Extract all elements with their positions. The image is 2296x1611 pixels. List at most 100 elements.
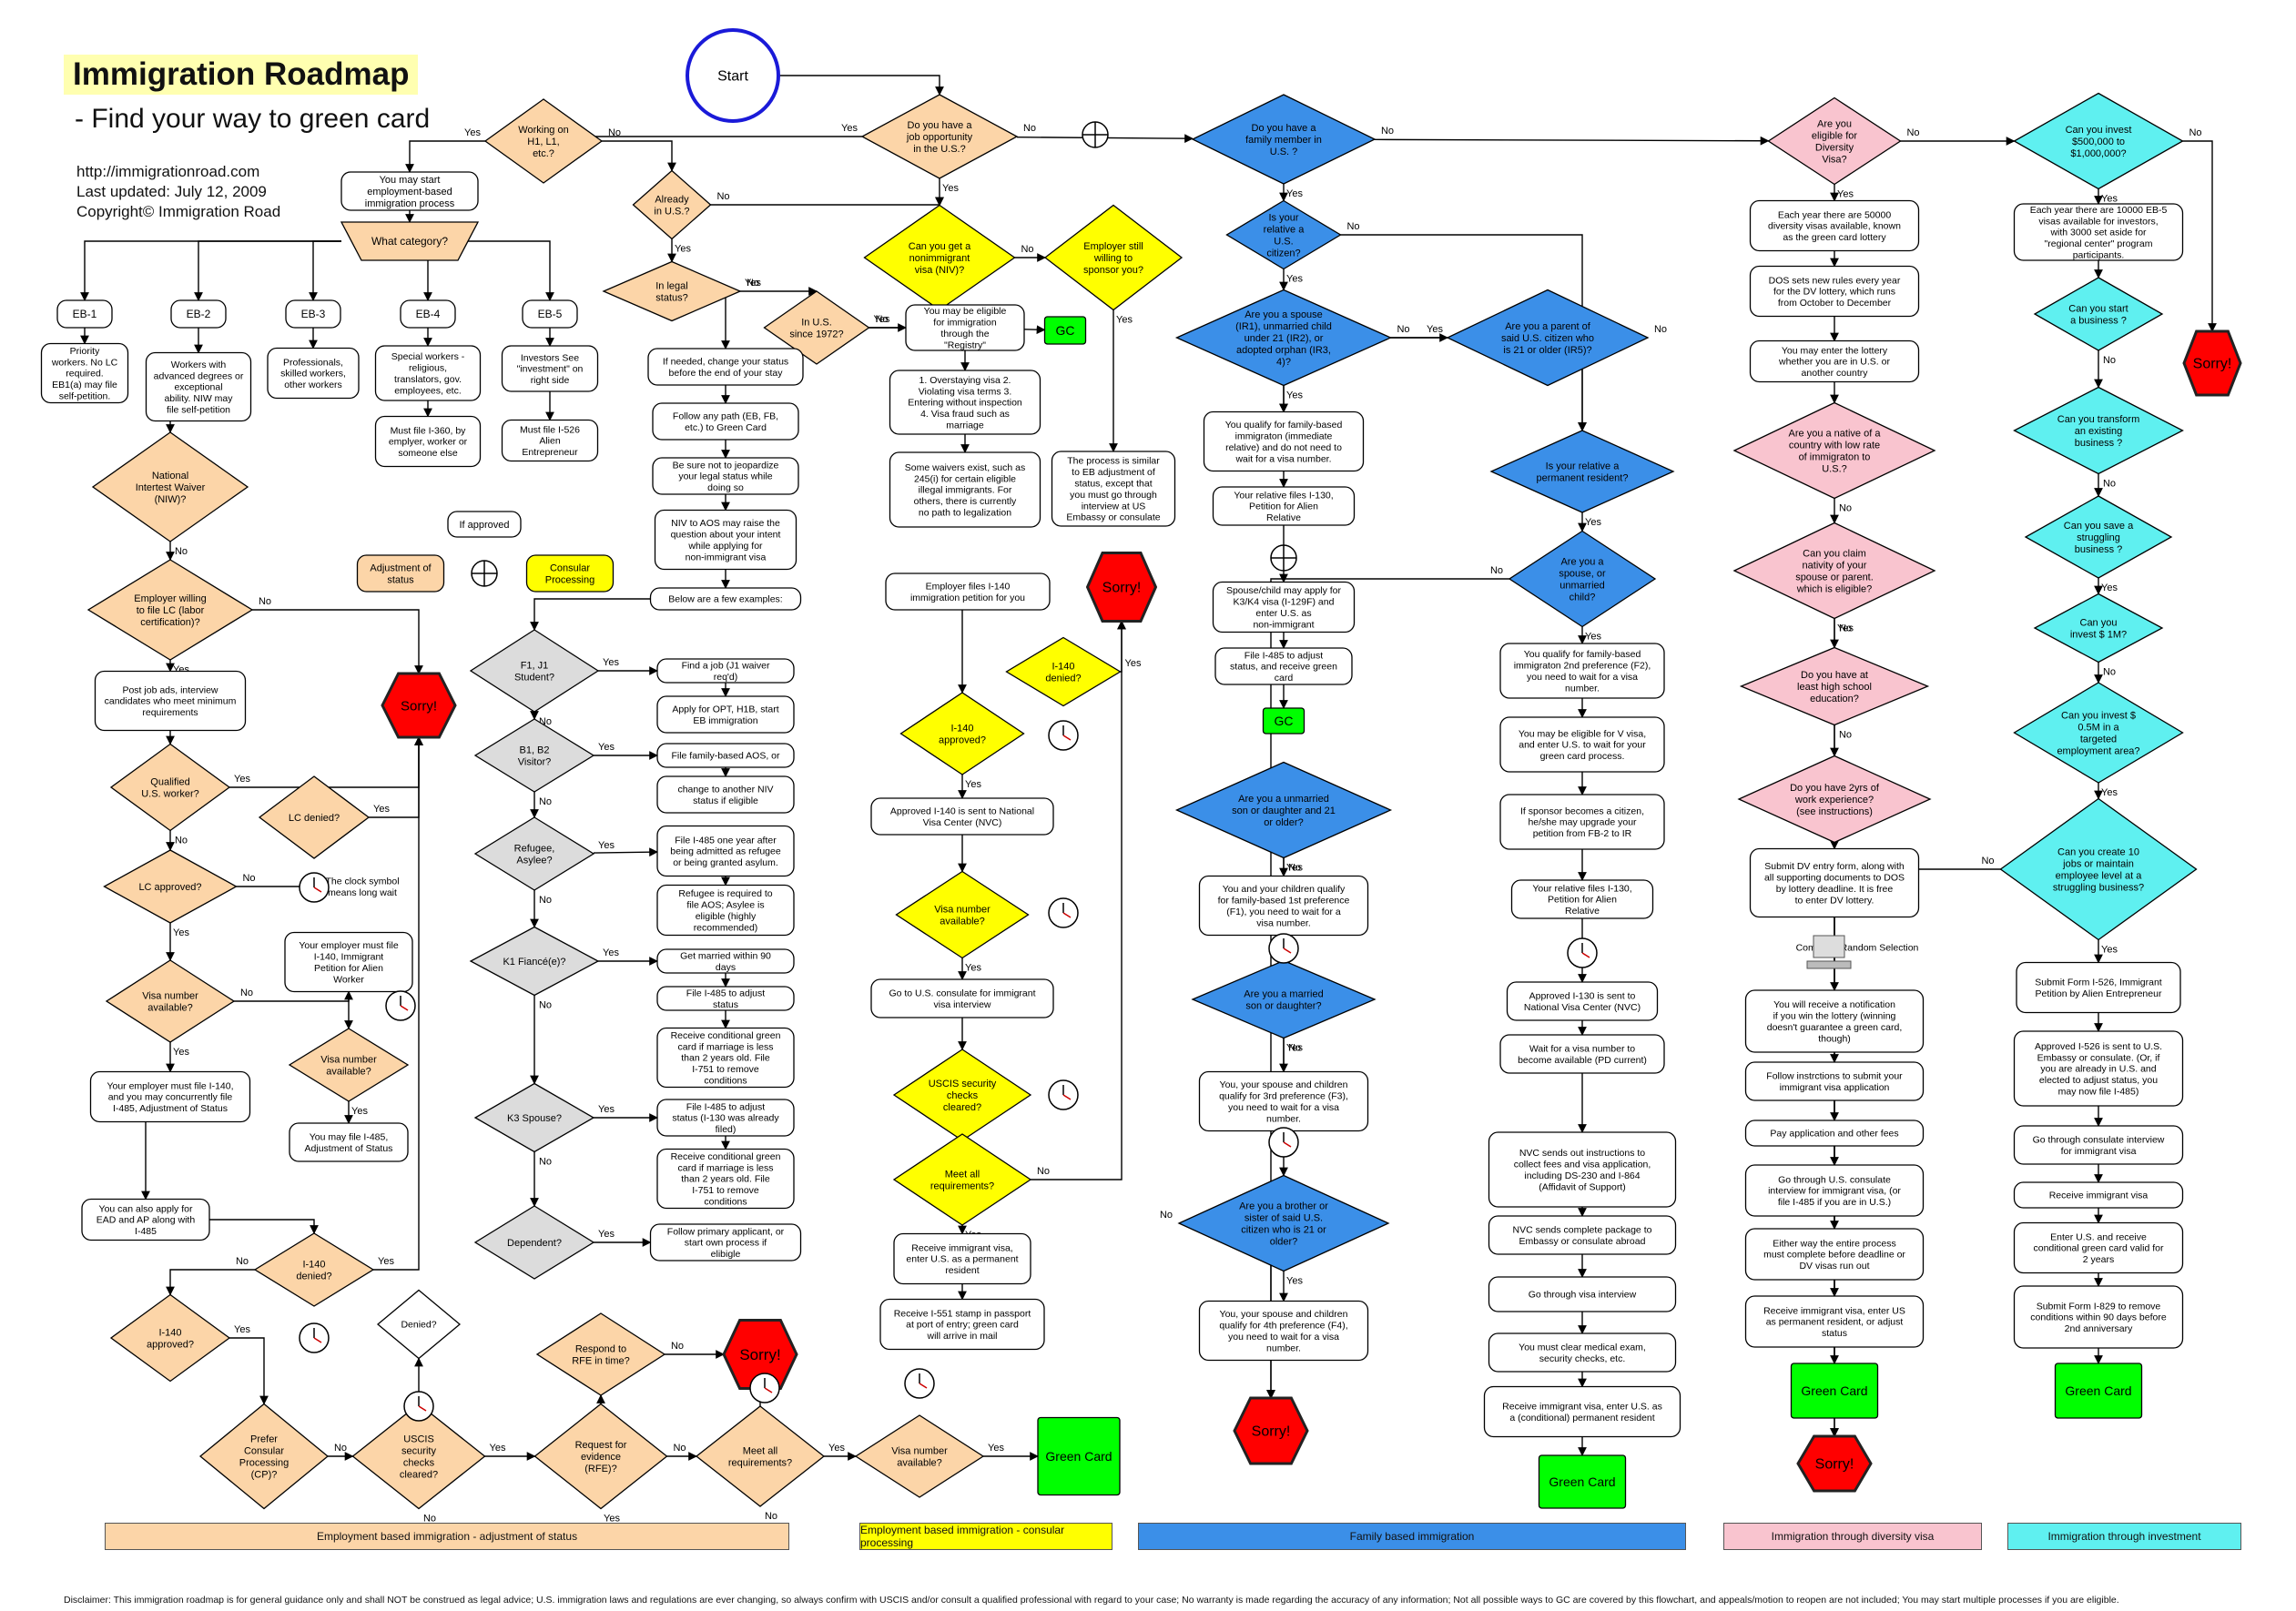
node-examples[interactable]: Below are a few examples: <box>649 587 802 611</box>
node-gc_registry[interactable]: GC <box>1043 316 1087 345</box>
node-sorry_eb[interactable]: Sorry! <box>381 672 457 739</box>
node-k1[interactable]: K1 Fiancé(e)? <box>469 926 600 997</box>
node-start[interactable]: Start <box>686 28 780 123</box>
node-eb5[interactable]: EB-5 <box>522 299 578 329</box>
node-dv_pay[interactable]: Pay application and other fees <box>1744 1120 1925 1147</box>
node-receive_iv[interactable]: Receive immigrant visa,enter U.S. as a p… <box>893 1232 1031 1285</box>
node-fam_aos[interactable]: File family-based AOS, or <box>656 743 795 768</box>
node-file_485[interactable]: You may file I-485,Adjustment of Status <box>289 1122 409 1162</box>
node-category[interactable]: What category? <box>340 221 480 261</box>
node-follow_path[interactable]: Follow any path (EB, FB,etc.) to Green C… <box>652 402 799 441</box>
node-if_approved[interactable]: If approved <box>447 511 522 538</box>
node-inv_receive[interactable]: Receive immigrant visa <box>2013 1181 2184 1209</box>
node-dependent[interactable]: Dependent? <box>473 1205 595 1280</box>
node-lc_approved[interactable]: LC approved? <box>103 849 238 924</box>
node-medical[interactable]: You must clear medical exam,security che… <box>1488 1332 1677 1373</box>
node-sorry_cp[interactable]: Sorry! <box>1085 552 1158 623</box>
node-sorry_b[interactable]: Sorry! <box>722 1319 798 1390</box>
node-visa_interview[interactable]: Go through visa interview <box>1488 1276 1677 1312</box>
node-concurrent[interactable]: Your employer must file I-140,and you ma… <box>89 1070 251 1123</box>
node-inv_500k[interactable]: Can you invest$500,000 to$1,000,000? <box>2013 92 2184 190</box>
node-sponsor_citizen[interactable]: If sponsor becomes a citizen,he/she may … <box>1499 794 1665 850</box>
node-lc_denied[interactable]: LC denied? <box>258 775 371 859</box>
node-gc_b[interactable]: Green Card <box>1037 1416 1121 1496</box>
node-i130_rel2[interactable]: Your relative files I-130,Petition for A… <box>1510 879 1654 919</box>
node-sorry_dv[interactable]: Sorry! <box>1796 1434 1873 1493</box>
node-eb1[interactable]: EB-1 <box>56 299 113 329</box>
node-gc_fam2[interactable]: Green Card <box>1538 1454 1627 1509</box>
node-denied[interactable]: Denied? <box>376 1289 462 1360</box>
